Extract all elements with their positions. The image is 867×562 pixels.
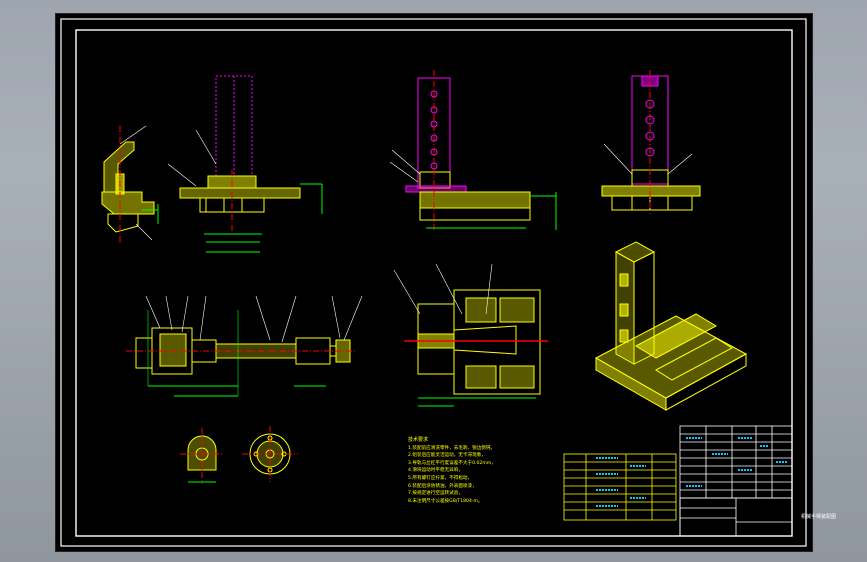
front-view-middle [389,70,557,232]
drawing-sheet: 技术要求 1.装配前应清洗零件，去毛刺、锐边倒钝， 2.组装后应能灵活运动，无卡… [55,13,836,552]
notes-line: 2.组装后应能灵活运动，无卡滞现象， [408,453,486,459]
isometric-view [594,241,748,411]
notes-line: 3.导轨与丝杠平行度误差不大于0.02mm， [408,460,496,466]
outer-frame [60,18,807,547]
side-view-right [601,70,701,214]
parts-list-table [563,453,677,521]
notes-line: 4.滑块运动时平稳无异响， [408,468,463,474]
inner-frame [75,29,793,537]
horizontal-section-view [126,295,363,397]
detail-view-right [242,426,298,482]
notes-line: 1.装配前应清洗零件，去毛刺、锐边倒钝， [408,445,496,451]
notes-line: 5.所有螺钉应拧紧，不得松动， [408,475,473,481]
title-block [679,425,793,537]
technical-notes: 技术要求 1.装配前应清洗零件，去毛刺、锐边倒钝， 2.组装后应能灵活运动，无卡… [408,437,568,505]
side-profile-view [101,125,159,242]
front-view-left [167,75,323,253]
notes-heading: 技术要求 [408,437,429,443]
cad-drawing-canvas [60,18,807,547]
notes-line: 8.未注明尺寸公差按GB/T1804-m。 [408,498,483,504]
notes-line: 6.装配后涂防锈油，外表面喷漆， [408,483,477,489]
title-block-title: 机械手臂装配图 [800,513,836,520]
notes-line: 7.按规定进行空运转试验， [408,491,463,497]
detail-view-left [180,428,224,484]
top-section-view [393,263,548,407]
